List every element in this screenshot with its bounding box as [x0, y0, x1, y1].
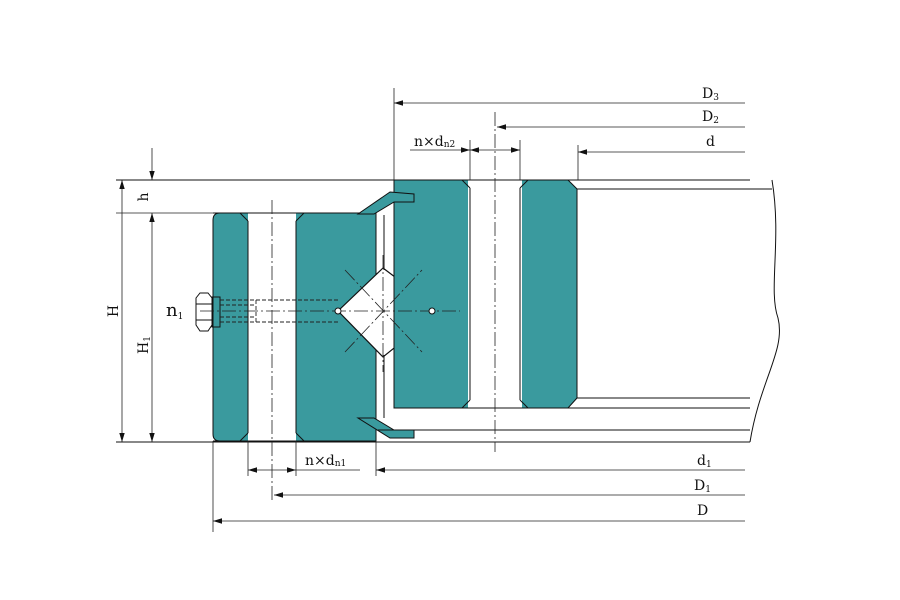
label-n-x-dn2: n×dn2	[414, 134, 455, 150]
plug-bolt	[195, 292, 338, 332]
inner-ring-section	[393, 179, 578, 409]
top-seal	[356, 191, 415, 215]
label-D: D	[697, 503, 708, 519]
label-h: h	[136, 192, 152, 201]
ring-continuation	[116, 179, 780, 443]
label-D2: D2	[702, 109, 719, 126]
label-H: H	[106, 305, 122, 317]
label-n-x-dn1: n×dn1	[305, 453, 346, 469]
label-D3: D3	[702, 86, 719, 103]
label-D1: D1	[694, 478, 711, 495]
label-d: d	[706, 134, 715, 150]
label-H1: H1	[136, 336, 153, 354]
label-n1: n1	[166, 300, 183, 322]
label-d1: d1	[697, 453, 712, 470]
